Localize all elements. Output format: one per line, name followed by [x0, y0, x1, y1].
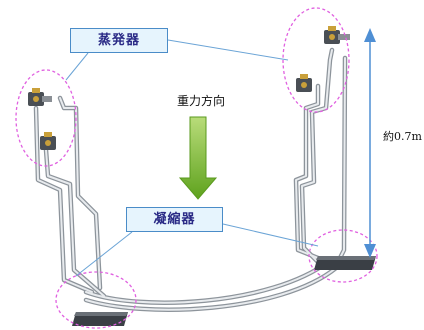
evaporator-label: 蒸発器	[70, 28, 168, 53]
evaporator-left-highlight	[15, 69, 77, 167]
height-dimension-label: 約0.7m	[383, 130, 422, 143]
condenser-leader-right	[222, 223, 319, 247]
arrow-down-icon	[178, 116, 218, 200]
double-headed-vertical-arrow-icon	[364, 28, 376, 258]
valve-icon	[28, 88, 52, 106]
left-riser-2	[57, 95, 103, 291]
condenser-leader-left	[75, 231, 133, 277]
evaporator-right-highlight	[282, 7, 350, 113]
heat-sink-plate-icon	[314, 256, 376, 270]
pipe-assembly	[33, 47, 348, 312]
evaporator-leader-left	[65, 52, 89, 81]
valve-icon	[40, 132, 56, 150]
heat-sink-plate-icon	[72, 312, 128, 326]
condenser-label: 凝縮器	[126, 207, 223, 232]
condenser-right-highlight	[308, 229, 378, 283]
gravity-direction-label: 重力方向	[176, 94, 225, 108]
evaporator-leader-right	[167, 39, 289, 61]
valve-icon	[324, 26, 350, 44]
condenser-left-highlight	[55, 271, 137, 329]
valve-icon	[296, 74, 312, 92]
